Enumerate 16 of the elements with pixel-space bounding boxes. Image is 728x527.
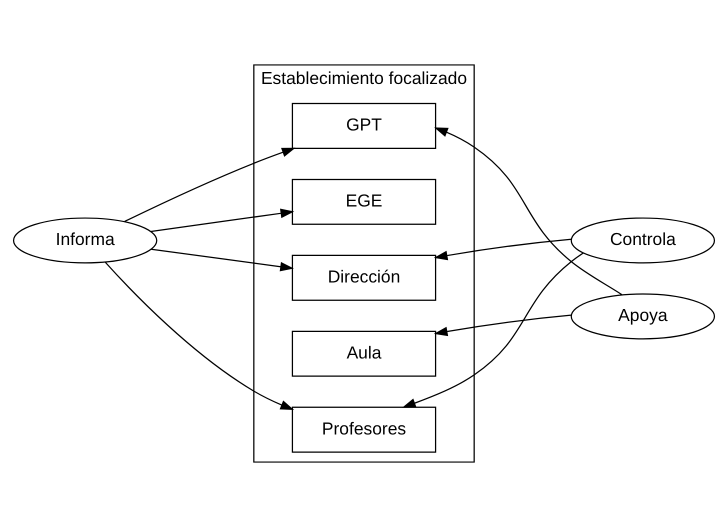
node-ellipse: Controla [570,217,716,264]
arrow [434,127,622,296]
node-ellipse: Informa [12,217,158,264]
node-box: Dirección [292,254,436,301]
node-box: EGE [292,178,436,225]
node-box: Aula [292,330,436,377]
arrow [150,208,294,232]
arrow [402,252,584,408]
node-box: Profesores [292,406,436,453]
arrow [434,314,572,336]
node-box: GPT [292,102,436,149]
node-ellipse: Apoya [570,293,716,340]
arrow [151,248,294,272]
arrow [104,262,294,410]
arrow [434,238,572,260]
arrow [124,148,296,222]
